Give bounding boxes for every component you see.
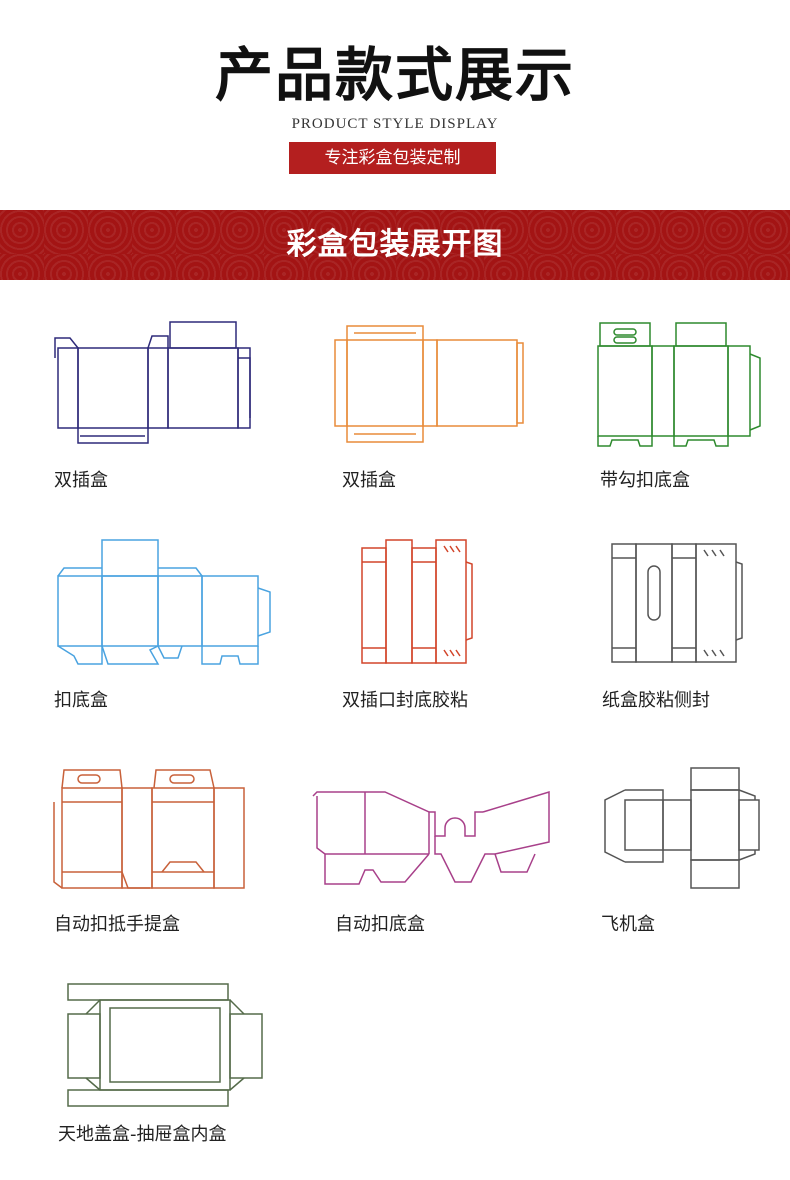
dieline-drawing-6 <box>611 543 743 663</box>
dieline-drawing-3 <box>597 322 761 447</box>
dieline-item-8: 自动扣底盒 <box>305 762 565 937</box>
dieline-drawing-7 <box>53 769 245 889</box>
dieline-item-9: 飞机盒 <box>595 762 790 937</box>
page-title: 产品款式展示 <box>214 41 575 109</box>
page-subtitle: PRODUCT STYLE DISPLAY <box>291 116 499 132</box>
section-banner: 彩盒包装展开图 <box>0 210 790 280</box>
item-label: 自动扣抵手提盒 <box>54 914 180 935</box>
dieline-drawing-4 <box>57 539 271 665</box>
item-label: 带勾扣底盒 <box>600 470 690 491</box>
item-label: 纸盒胶粘侧封 <box>602 690 710 711</box>
dieline-drawing-9 <box>604 767 760 889</box>
dieline-drawing-5 <box>361 539 473 664</box>
dieline-item-10: 天地盖盒-抽屉盒内盒 <box>50 978 290 1148</box>
dieline-drawing-10 <box>67 983 263 1107</box>
dieline-item-3: 带勾扣底盒 <box>590 318 790 493</box>
dieline-drawing-8 <box>312 790 550 885</box>
dieline-item-7: 自动扣抵手提盒 <box>50 762 290 937</box>
item-label: 双插盒 <box>54 470 108 491</box>
item-label: 双插口封底胶粘 <box>342 690 468 711</box>
item-label: 双插盒 <box>342 470 396 491</box>
dieline-drawing-1 <box>54 321 251 444</box>
item-label: 天地盖盒-抽屉盒内盒 <box>58 1124 227 1145</box>
section-banner-title: 彩盒包装展开图 <box>286 227 504 262</box>
dieline-item-2: 双插盒 <box>330 318 560 493</box>
dieline-item-6: 纸盒胶粘侧封 <box>600 538 790 713</box>
dieline-drawing-2 <box>334 325 524 443</box>
dieline-item-4: 扣底盒 <box>50 538 290 713</box>
item-label: 扣底盒 <box>54 690 108 711</box>
dieline-item-1: 双插盒 <box>50 318 280 493</box>
item-label: 飞机盒 <box>601 914 655 935</box>
tagline-badge: 专注彩盒包装定制 <box>289 142 496 174</box>
item-label: 自动扣底盒 <box>335 914 425 935</box>
dieline-item-5: 双插口封底胶粘 <box>330 538 560 713</box>
